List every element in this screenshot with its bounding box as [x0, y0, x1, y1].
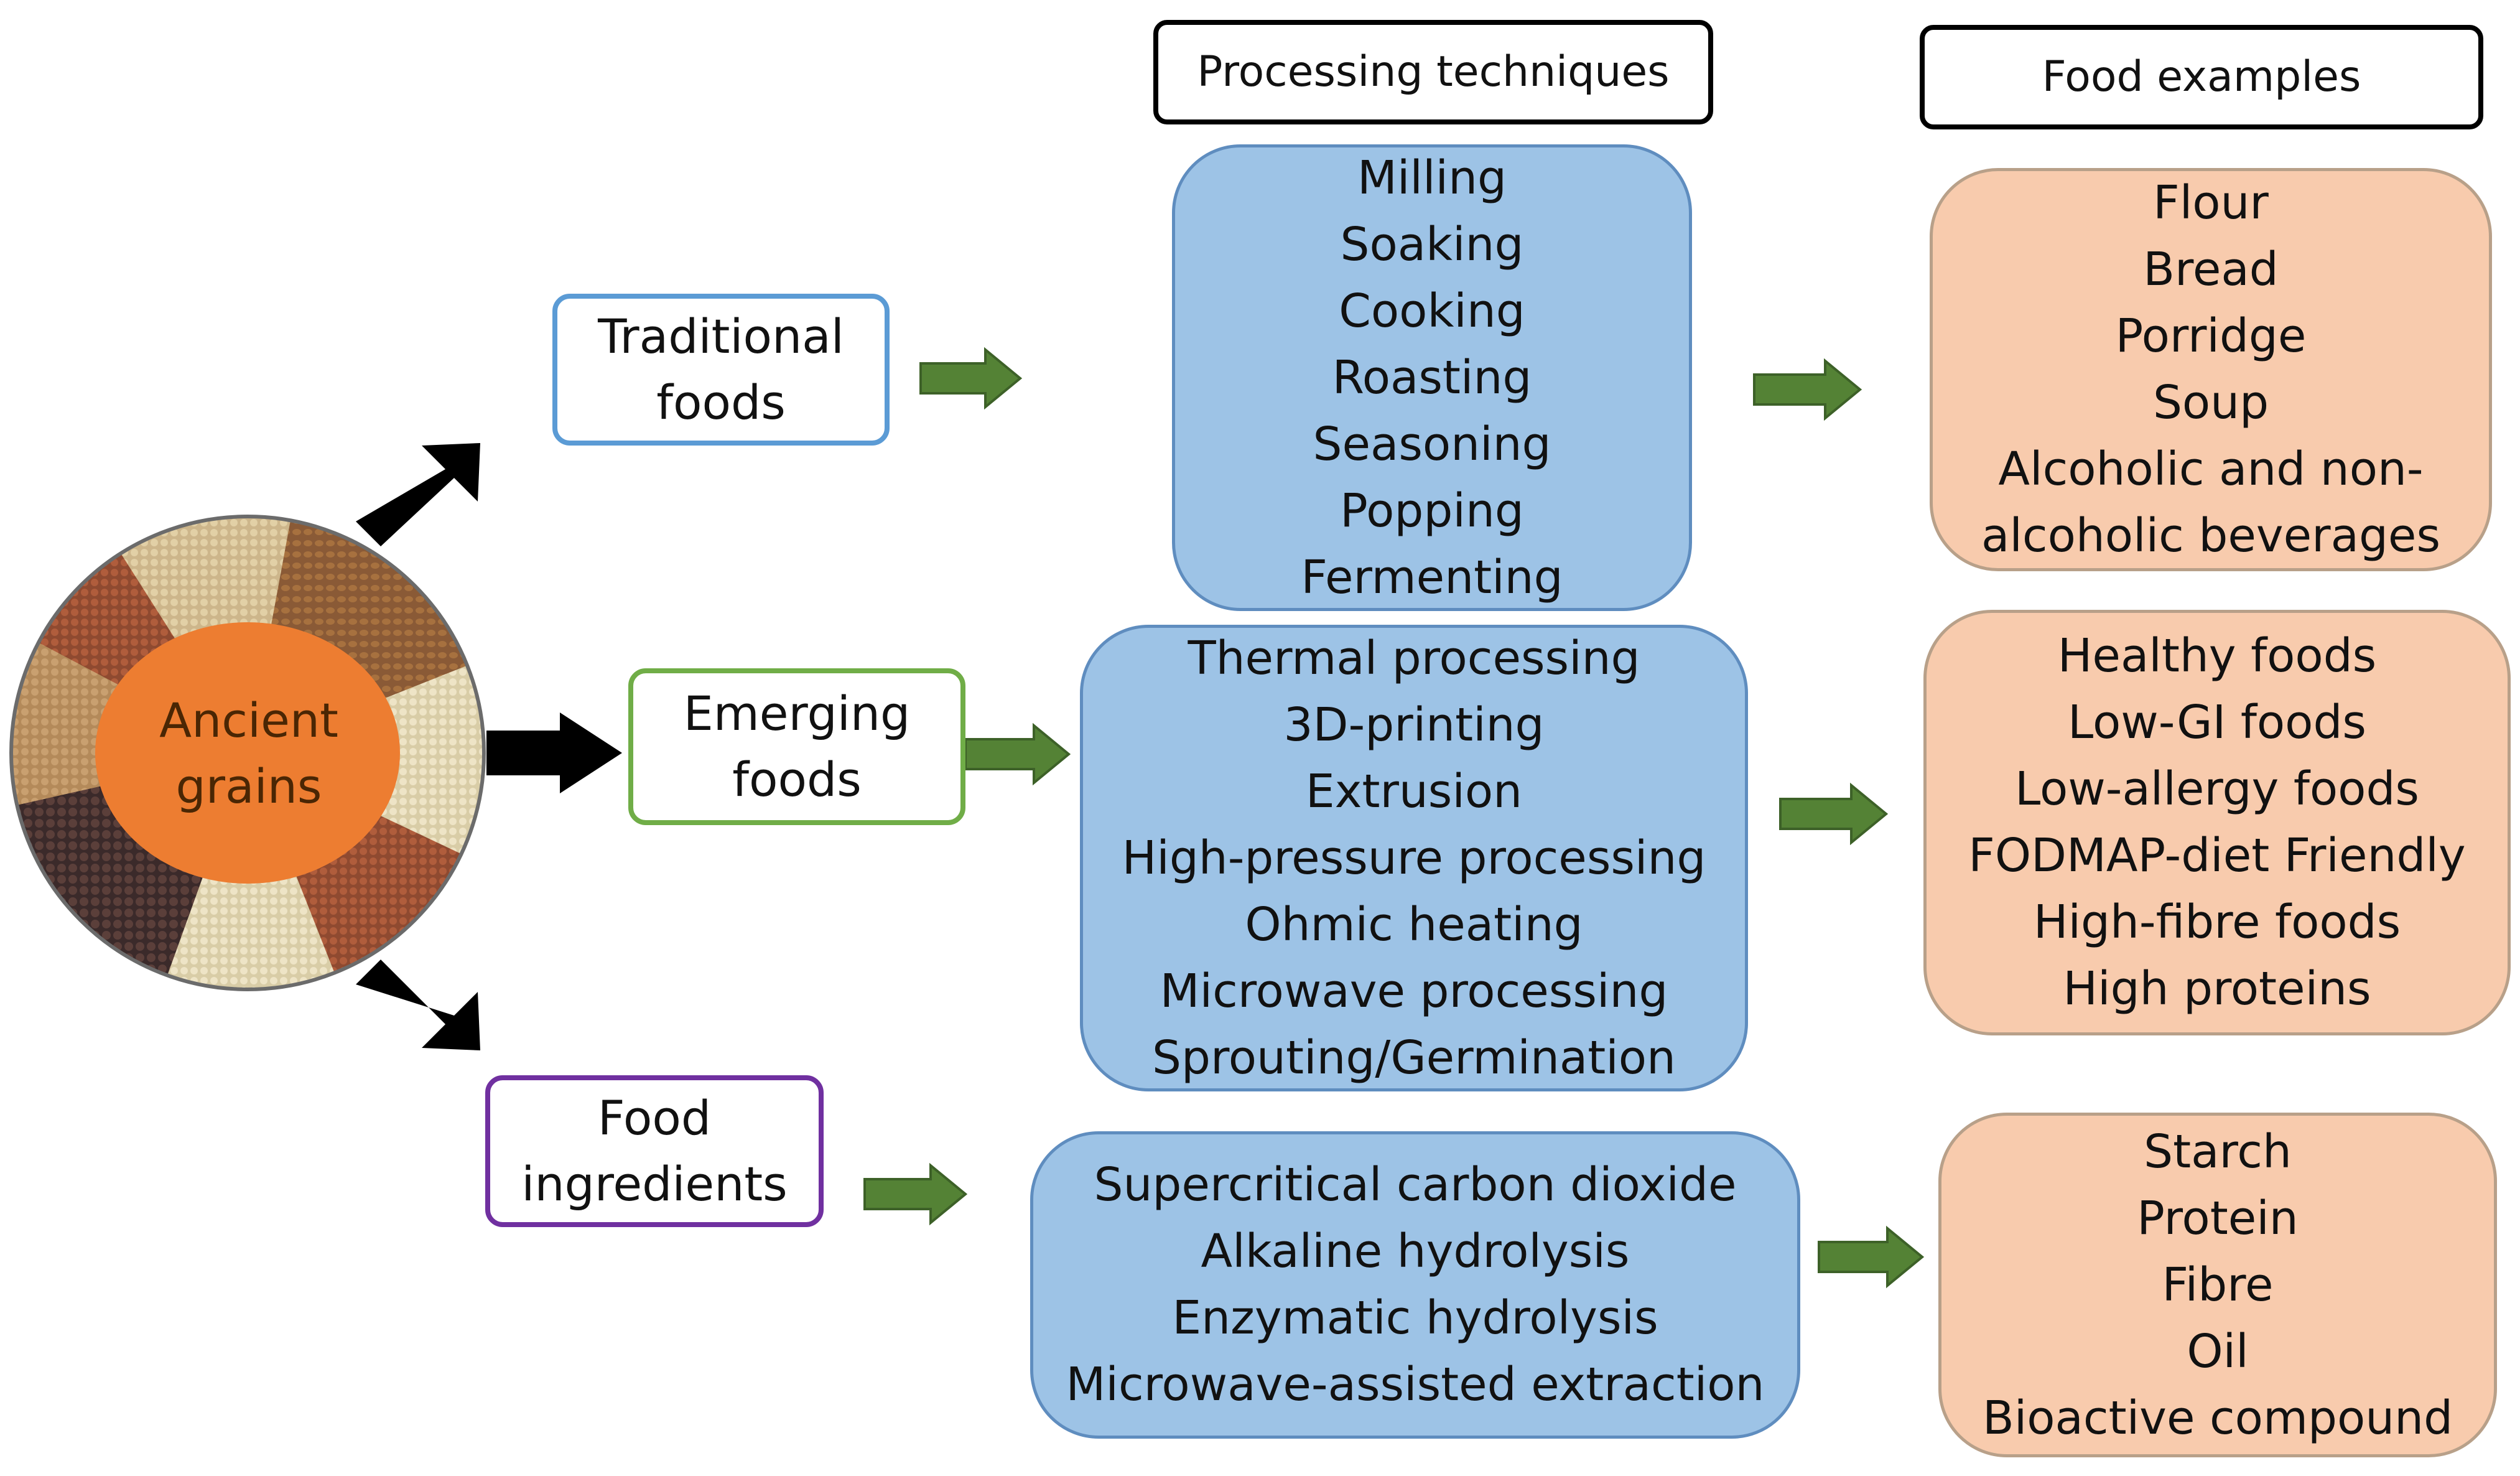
green-arrow-icon — [919, 347, 1023, 410]
technique-item: Extrusion — [1305, 764, 1523, 818]
technique-item: Roasting — [1332, 350, 1532, 404]
example-item: Starch — [2144, 1124, 2292, 1179]
header-label: Food examples — [2042, 52, 2361, 102]
techniques-ingredients: Supercritical carbon dioxide Alkaline hy… — [1030, 1131, 1800, 1439]
technique-item: Microwave-assisted extraction — [1066, 1358, 1765, 1411]
example-item: High proteins — [2063, 962, 2371, 1016]
header-label: Processing techniques — [1197, 47, 1670, 97]
arrow-right-icon — [486, 712, 622, 793]
green-arrow-icon — [1779, 782, 1889, 846]
technique-item: Supercritical carbon dioxide — [1094, 1158, 1737, 1212]
technique-item: Thermal processing — [1188, 631, 1640, 685]
example-item: Soup — [2152, 376, 2269, 429]
processing-techniques-header: Processing techniques — [1153, 20, 1713, 124]
center-label-line: Ancient — [159, 693, 338, 748]
category-label: Emerging — [683, 685, 911, 741]
examples-traditional: Flour Bread Porridge Soup Alcoholic and … — [1930, 168, 2492, 571]
example-item: Protein — [2137, 1191, 2299, 1245]
example-item: alcoholic beverages — [1981, 509, 2440, 563]
techniques-emerging: Thermal processing 3D-printing Extrusion… — [1080, 625, 1748, 1091]
green-arrow-icon — [964, 722, 1071, 786]
technique-item: 3D-printing — [1283, 698, 1545, 752]
example-item: High-fibre foods — [2033, 895, 2401, 949]
center-circle — [95, 622, 400, 884]
category-label: ingredients — [521, 1156, 788, 1212]
category-food-ingredients: Food ingredients — [485, 1075, 824, 1227]
example-item: Alcoholic and non- — [1998, 442, 2424, 496]
technique-item: Popping — [1340, 483, 1524, 538]
technique-item: Sprouting/Germination — [1152, 1030, 1676, 1085]
technique-item: Milling — [1357, 151, 1507, 205]
category-label: foods — [732, 752, 862, 807]
grain-circle-border — [9, 515, 486, 991]
category-label: foods — [656, 375, 786, 430]
technique-item: Enzymatic hydrolysis — [1172, 1291, 1658, 1345]
category-label: Food — [597, 1090, 712, 1146]
example-item: Oil — [2187, 1324, 2249, 1378]
green-arrow-icon — [863, 1162, 968, 1226]
technique-item: Soaking — [1340, 217, 1524, 271]
technique-item: Seasoning — [1313, 417, 1551, 471]
green-arrow-icon — [1818, 1225, 1925, 1289]
technique-item: High-pressure processing — [1122, 831, 1706, 885]
technique-item: Fermenting — [1301, 550, 1563, 604]
technique-item: Cooking — [1339, 284, 1525, 338]
example-item: Healthy foods — [2057, 629, 2377, 683]
center-label: Ancient grains — [100, 688, 398, 820]
example-item: Bread — [2143, 243, 2279, 296]
example-item: Bioactive compound — [1982, 1391, 2453, 1445]
example-item: Porridge — [2115, 309, 2307, 363]
examples-ingredients: Starch Protein Fibre Oil Bioactive compo… — [1938, 1113, 2497, 1457]
technique-item: Microwave processing — [1160, 964, 1668, 1018]
example-item: Fibre — [2162, 1258, 2274, 1312]
category-traditional-foods: Traditional foods — [552, 294, 890, 446]
example-item: Flour — [2153, 176, 2269, 230]
green-arrow-icon — [1753, 358, 1862, 421]
center-label-line: grains — [175, 759, 322, 815]
arrow-up-right-icon — [356, 443, 480, 546]
example-item: Low-GI foods — [2068, 696, 2366, 749]
category-emerging-foods: Emerging foods — [628, 668, 965, 825]
techniques-traditional: Milling Soaking Cooking Roasting Seasoni… — [1172, 144, 1692, 611]
category-label: Traditional — [598, 308, 844, 364]
example-item: Low-allergy foods — [2015, 762, 2419, 816]
examples-emerging: Healthy foods Low-GI foods Low-allergy f… — [1923, 610, 2511, 1035]
arrow-down-right-icon — [356, 960, 480, 1050]
example-item: FODMAP-diet Friendly — [1968, 829, 2466, 882]
technique-item: Ohmic heating — [1245, 897, 1583, 951]
technique-item: Alkaline hydrolysis — [1201, 1225, 1630, 1278]
food-examples-header: Food examples — [1920, 25, 2483, 129]
